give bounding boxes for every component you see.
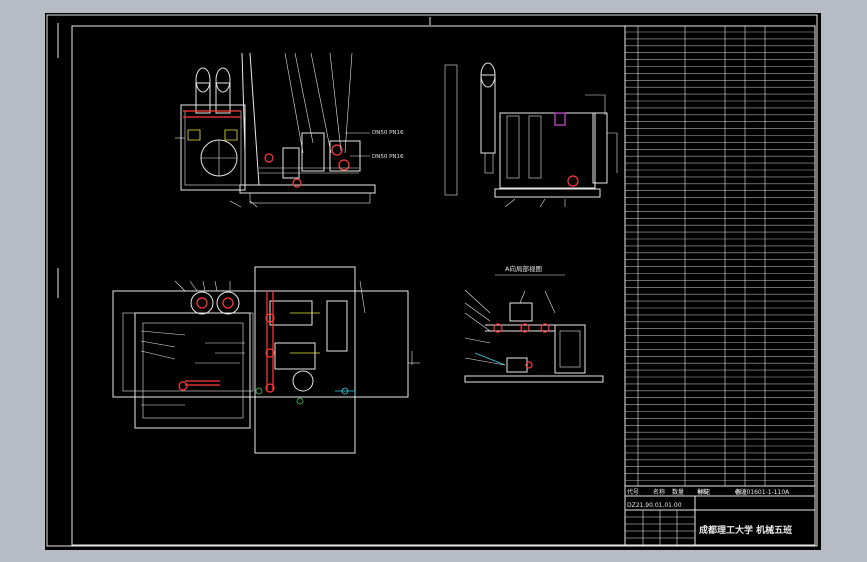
- title-block-header-cell: 数量: [672, 488, 684, 496]
- front-view: DN50 PN16 DN50 PN16: [175, 52, 404, 208]
- plan-view: [112, 266, 420, 454]
- title-block-header: 代号 名称数量 材料 备注: [627, 488, 747, 496]
- drawing-frame: [71, 25, 816, 546]
- valve-label: DN50 PN16: [372, 154, 404, 160]
- title-block-header-cell: 备注: [735, 488, 747, 496]
- title-block-header-cell: 名称: [653, 488, 665, 496]
- section-a-view: A向局部视图: [464, 264, 604, 383]
- university-name: 成都理工大学 机械五班: [699, 524, 792, 536]
- part-id: DZ21.90.01.01.00: [627, 502, 682, 509]
- outer-border: [46, 14, 818, 547]
- title-block-mark: 标记: [698, 488, 710, 496]
- pump-label: DN50 PN16: [372, 130, 404, 136]
- bill-of-materials: [624, 25, 816, 487]
- title-block-header-cell: 材料: [697, 488, 709, 496]
- title-block: 代号 名称数量 材料 备注 标记 01001601-1-110A DZ21.90.01…: [624, 485, 816, 546]
- drawing-number: 01001601-1-110A: [735, 489, 790, 496]
- side-view: [444, 62, 618, 208]
- cad-drawing: DN50 PN16 DN50 PN16: [46, 14, 818, 547]
- section-title: A向局部视图: [505, 264, 542, 273]
- title-block-header-cell: 代号: [627, 488, 639, 496]
- cad-drawing-viewport[interactable]: DN50 PN16 DN50 PN16: [45, 13, 821, 550]
